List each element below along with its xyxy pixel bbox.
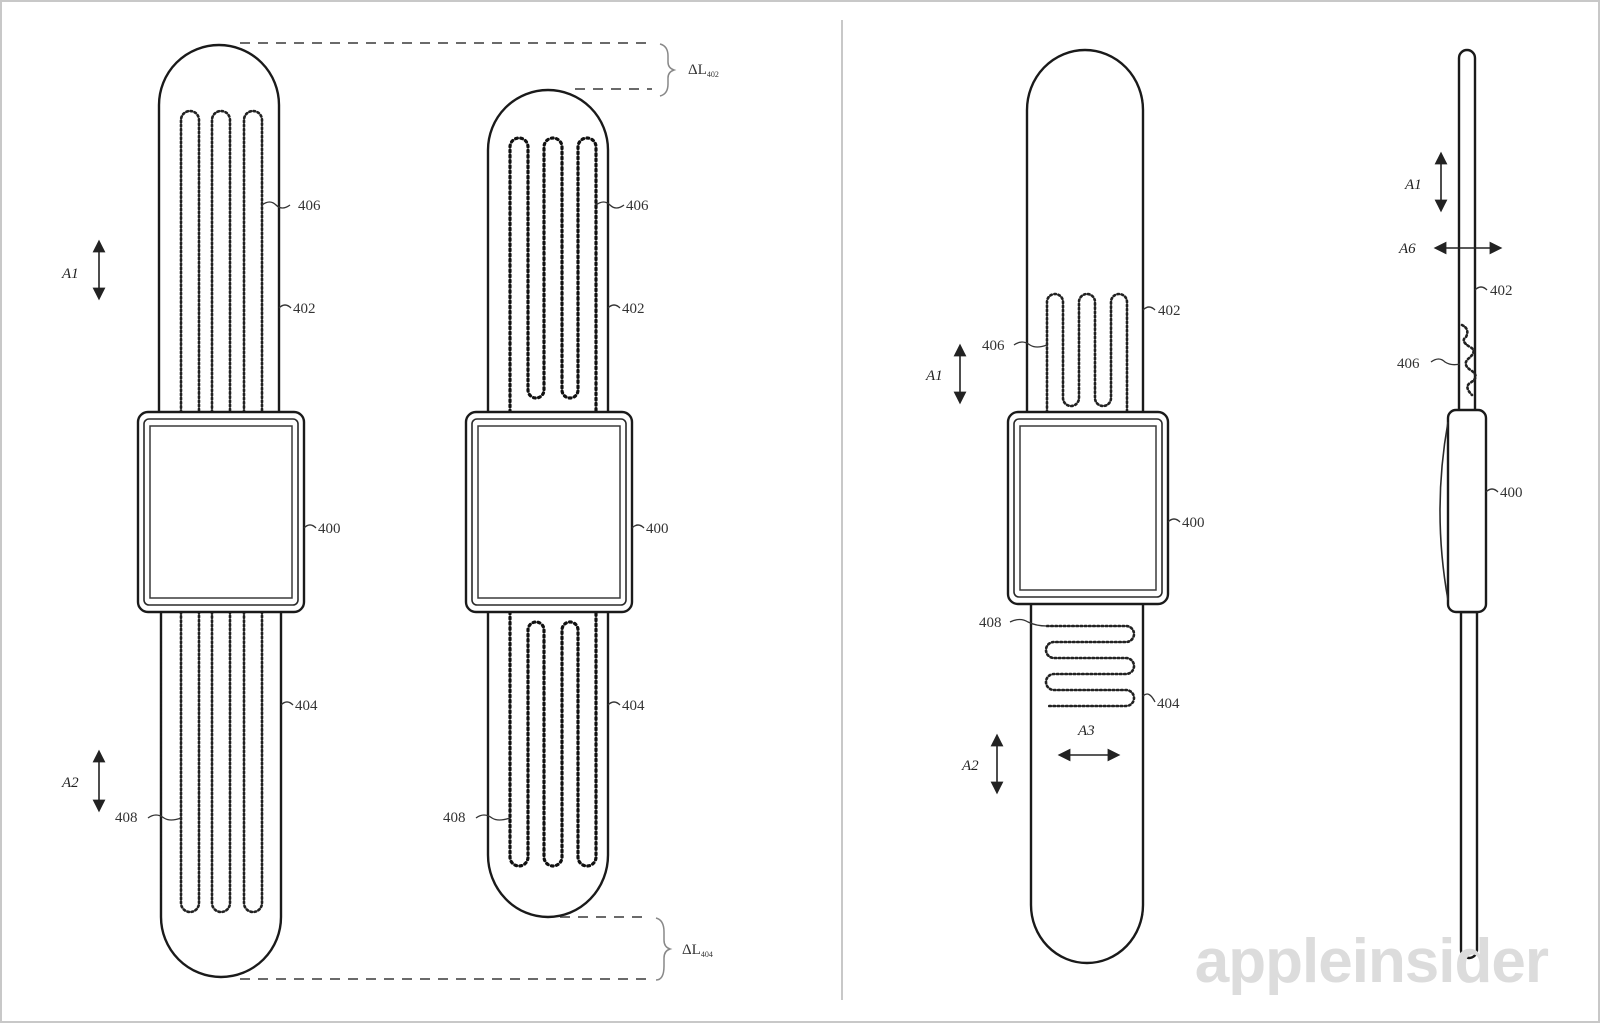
ref-408: 408 [443,810,466,826]
axis-A6-label: A6 [1398,241,1416,257]
axis-A1-label: A1 [61,266,79,282]
band-top-402 [1457,48,1477,414]
axis-A2-label: A2 [61,775,79,791]
band-extended-view: 406 402 400 404 408 A1 A2 [61,43,341,979]
ref-402: 402 [1490,283,1513,299]
trace-408 [1044,624,1136,708]
band-contracted-view: 406 402 400 404 408 [443,88,669,919]
band-top-402 [1025,48,1145,422]
ref-400: 400 [646,521,669,537]
trace-406 [508,136,598,414]
ref-402: 402 [1158,303,1181,319]
trace-408 [179,610,201,914]
trace-406 [1045,292,1129,414]
watch-body-400 [1446,408,1488,614]
axis-A3-label: A3 [1077,723,1095,739]
ref-406: 406 [982,338,1005,354]
ref-406: 406 [626,198,649,214]
delta-length-guides: ΔL402 ΔL404 [240,42,719,981]
ref-400: 400 [1182,515,1205,531]
ref-404: 404 [622,698,645,714]
delta-L404-label: ΔL404 [682,942,713,959]
ref-408: 408 [115,810,138,826]
ref-404: 404 [1157,696,1180,712]
watermark-logo: appleinsider [1194,927,1549,996]
band-front-view: 406 402 400 408 404 A1 A2 A3 [925,48,1205,965]
ref-400: 400 [318,521,341,537]
ref-402: 402 [622,301,645,317]
ref-406: 406 [298,198,321,214]
ref-406: 406 [1397,356,1420,372]
axis-A1-label: A1 [925,368,943,384]
ref-400: 400 [1500,485,1523,501]
band-bottom-404 [1459,610,1479,960]
trace-406 [179,109,201,414]
ref-408: 408 [979,615,1002,631]
band-side-view: 402 406 400 A1 A6 [1397,48,1523,960]
band-top-402 [157,43,281,422]
axis-A1-label: A1 [1404,177,1422,193]
trace-406 [1460,323,1477,397]
delta-L402-label: ΔL402 [688,62,719,79]
trace-408 [508,610,598,868]
ref-404: 404 [295,698,318,714]
band-bottom-404 [159,603,283,979]
axis-A2-label: A2 [961,758,979,774]
band-bottom-404 [486,603,610,919]
ref-402: 402 [293,301,316,317]
